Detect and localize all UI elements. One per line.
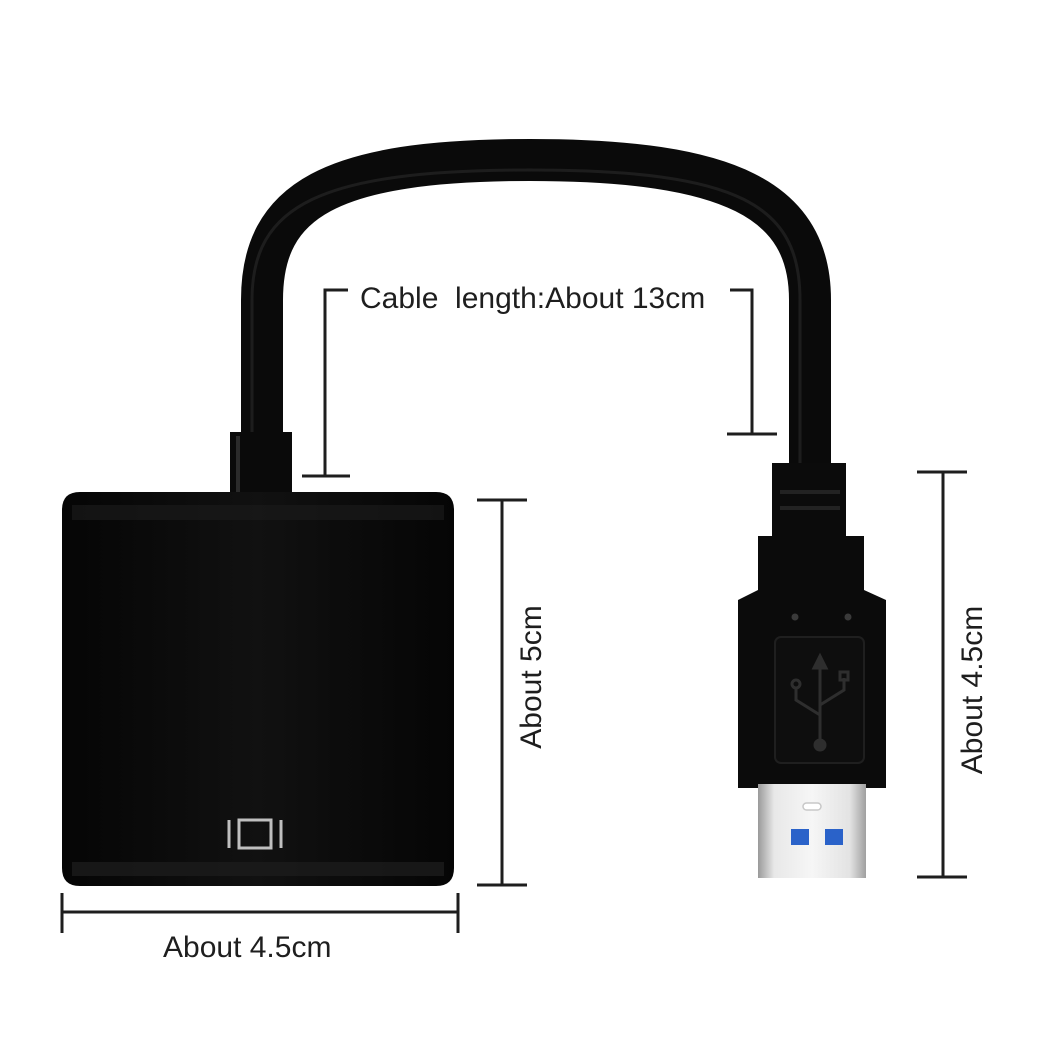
cable bbox=[241, 138, 831, 491]
usb-metal-connector bbox=[758, 784, 866, 878]
usb-length-label: About 4.5cm bbox=[956, 605, 989, 775]
cable-length-label: Cable length:About 13cm bbox=[360, 282, 706, 315]
usb-trident-icon bbox=[790, 652, 850, 752]
adapter-width-label: About 4.5cm bbox=[163, 931, 332, 964]
adapter-strain-relief bbox=[230, 432, 292, 494]
usb-plug-body bbox=[738, 536, 886, 788]
adapter-height-label: About 5cm bbox=[515, 605, 548, 749]
usb-strain-relief bbox=[772, 463, 846, 543]
dimension-line-cable bbox=[302, 288, 777, 478]
dimension-line-adapter-width bbox=[60, 893, 460, 933]
vga-port-icon bbox=[227, 818, 283, 850]
vga-adapter-body bbox=[62, 492, 454, 886]
dimension-line-usb-length bbox=[917, 470, 967, 879]
dimension-line-adapter-height bbox=[477, 498, 527, 887]
